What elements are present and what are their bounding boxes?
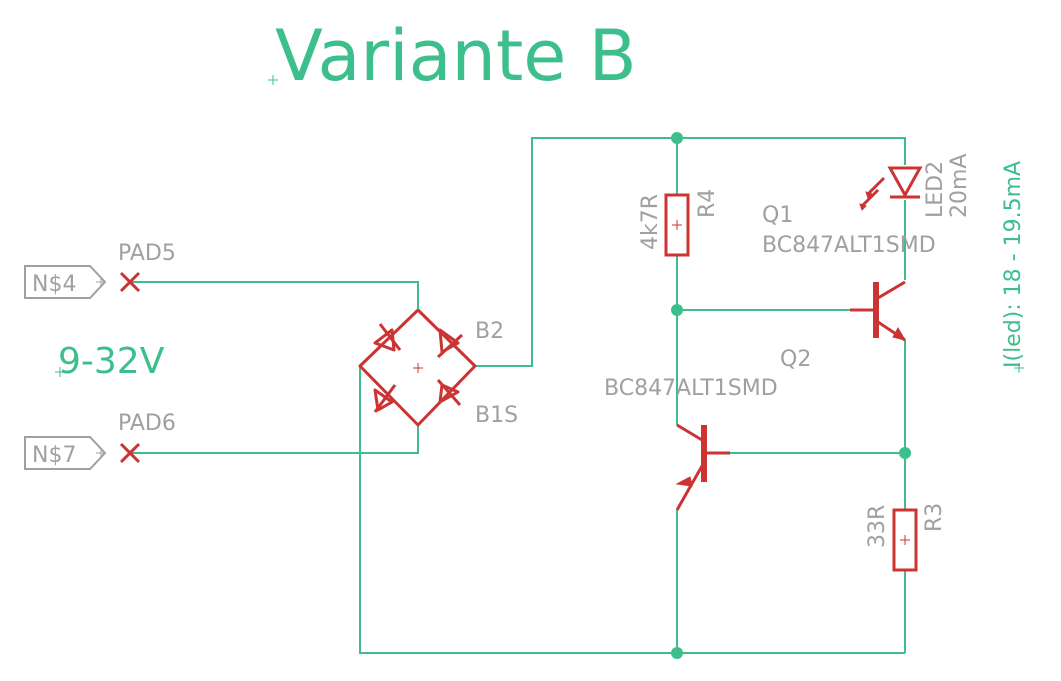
net-label-n7: N$7 (24, 436, 107, 470)
bridge-origin (413, 363, 423, 373)
q2-name: Q2 (780, 347, 811, 372)
junctions (671, 132, 911, 659)
origin-cross-current (1014, 363, 1024, 373)
bridge-rectifier (358, 308, 477, 427)
r4-value: 4k7R (638, 194, 663, 250)
resistor-r4 (664, 193, 690, 257)
q2-value: BC847ALT1SMD (604, 376, 778, 401)
net-label-n4: N$4 (24, 265, 107, 299)
q1-name: Q1 (762, 203, 793, 228)
led2-name: LED2 (923, 161, 948, 218)
transistor-q2 (675, 423, 730, 511)
r3-value: 33R (865, 505, 890, 548)
resistor-r3 (892, 508, 918, 572)
bridge-name: B2 (475, 319, 504, 344)
pad6-x (119, 442, 141, 464)
transistor-q1 (850, 280, 907, 342)
net-n7-text: N$7 (32, 443, 76, 468)
voltage-label: 9-32V (58, 341, 165, 382)
r4-name: R4 (695, 189, 720, 218)
title: Variante B (275, 15, 637, 97)
wires (130, 137, 906, 654)
q1-value: BC847ALT1SMD (762, 233, 936, 258)
net-n4-text: N$4 (32, 272, 76, 297)
r3-name: R3 (922, 503, 947, 532)
pad-origin-crosses (96, 277, 106, 458)
current-label: I(led): 18 - 19.5mA (1001, 161, 1026, 368)
led2-value: 20mA (947, 154, 972, 218)
bridge-value: B1S (475, 403, 518, 428)
origin-cross-voltage (55, 367, 65, 377)
origin-cross-title (268, 75, 278, 85)
pad5-x (119, 271, 141, 293)
led2 (859, 166, 923, 211)
pad6-label: PAD6 (118, 411, 176, 436)
pad5-label: PAD5 (118, 241, 176, 266)
